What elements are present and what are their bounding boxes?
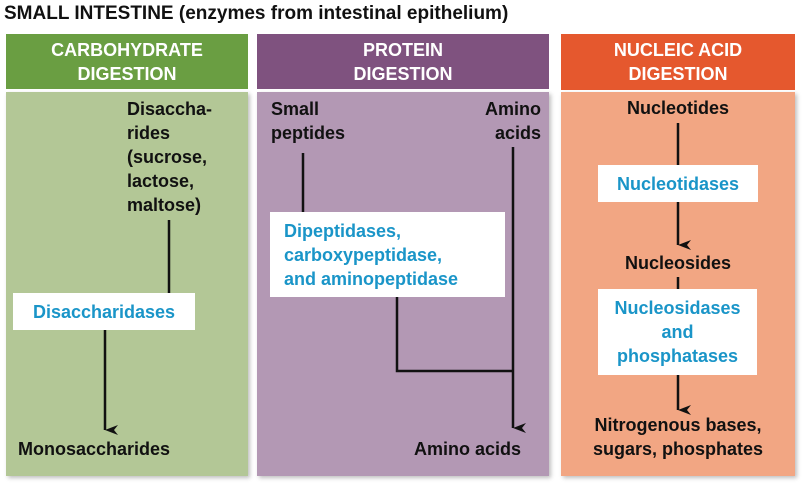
protein-header-line1: PROTEIN [362, 39, 443, 60]
text-line: Nucleosidases [614, 298, 741, 318]
protein-header-line2: DIGESTION [353, 63, 453, 84]
text-line: Nitrogenous bases, [594, 415, 762, 435]
text-line: and aminopeptidase [284, 268, 459, 289]
disaccharides-label: Disaccha- rides (sucrose, lactose, malto… [127, 97, 212, 217]
amino-acids-substrate-label: Amino acids [485, 97, 541, 145]
nucleosides-label: Nucleosides [624, 253, 732, 273]
nitrogenous-bases-label: Nitrogenous bases, sugars, phosphates [561, 413, 795, 461]
text-line: and [661, 322, 694, 342]
text-line: carboxypeptidase, [284, 244, 443, 265]
carbohydrate-panel [6, 92, 248, 476]
monosaccharides-label: Monosaccharides [18, 439, 171, 459]
protein-header: PROTEIN DIGESTION [257, 34, 549, 89]
text-line: Disaccha- [127, 99, 213, 119]
nucleic-header-line2: DIGESTION [628, 64, 728, 84]
disaccharidases-enzyme-box: Disaccharidases [13, 293, 195, 330]
text-line: Amino [485, 99, 541, 119]
nucleic-header-line1: NUCLEIC ACID [613, 40, 743, 60]
text-line: Small [271, 99, 320, 119]
text-line: peptides [271, 123, 346, 143]
text-line: sugars, phosphates [592, 439, 764, 459]
nucleic-acid-header: NUCLEIC ACID DIGESTION [561, 34, 795, 90]
nucleosidases-enzyme-box: Nucleosidases and phosphatases [598, 289, 757, 375]
nucleotidases-enzyme-box: Nucleotidases [598, 165, 758, 202]
text-line: maltose) [127, 195, 202, 215]
carbohydrate-header: CARBOHYDRATE DIGESTION [6, 34, 248, 89]
text-line: rides [127, 123, 171, 143]
peptide-join-line [395, 295, 513, 373]
diagram-title: SMALL INTESTINE (enzymes from intestinal… [4, 3, 509, 24]
carbohydrate-header-line2: DIGESTION [77, 63, 177, 84]
text-line: acids [494, 123, 541, 143]
peptidases-enzyme-box: Dipeptidases, carboxypeptidase, and amin… [270, 212, 505, 297]
text-line: phosphatases [616, 346, 739, 366]
carbohydrate-header-line1: CARBOHYDRATE [51, 39, 203, 60]
text-line: (sucrose, [127, 147, 208, 167]
amino-acids-product-label: Amino acids [414, 439, 522, 459]
nucleotides-label: Nucleotides [626, 98, 730, 118]
text-line: lactose, [127, 171, 195, 191]
text-line: Dipeptidases, [284, 220, 402, 241]
small-peptides-label: Small peptides [271, 97, 345, 145]
